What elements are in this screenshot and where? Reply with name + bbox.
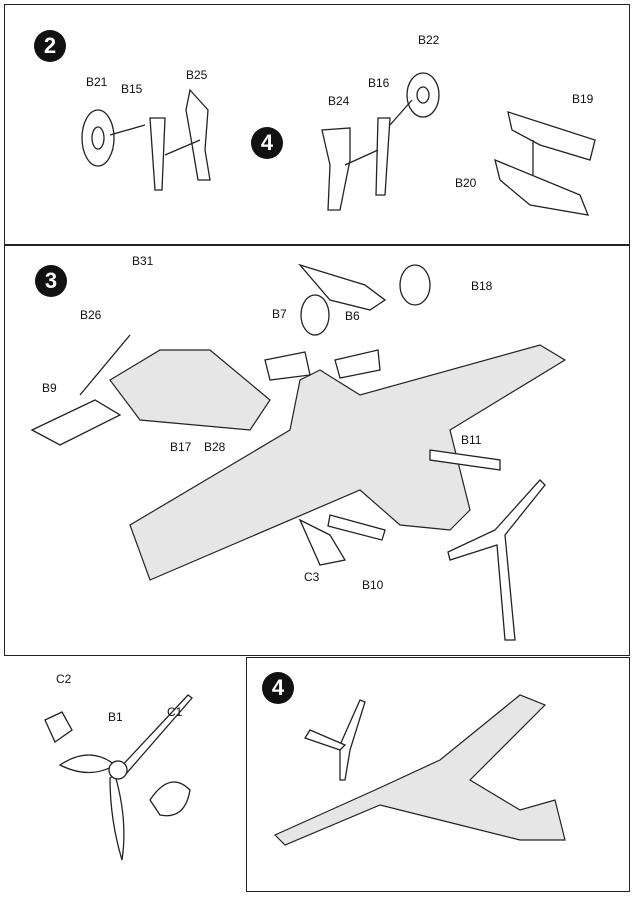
part-label-b31: B31: [132, 254, 154, 268]
strut-b15-drawing: [149, 117, 166, 191]
step-4-badge: 4: [251, 127, 283, 159]
part-label-b20: B20: [455, 176, 477, 190]
step-4-completed-badge: 4: [262, 672, 294, 704]
part-label-b28: B28: [204, 440, 226, 454]
panel-main: [4, 244, 630, 656]
panel-top: [4, 4, 630, 246]
part-label-c3: C3: [304, 570, 320, 584]
propeller-drawing: [44, 694, 193, 861]
door-b25-drawing: [164, 88, 211, 181]
part-label-b21: B21: [86, 75, 108, 89]
part-label-b9: B9: [42, 381, 57, 395]
part-label-b10: B10: [362, 578, 384, 592]
part-label-b7: B7: [272, 307, 287, 321]
part-label-b15: B15: [121, 82, 143, 96]
part-label-b11: B11: [461, 433, 482, 447]
part-label-b18: B18: [471, 279, 493, 293]
part-label-b25: B25: [186, 68, 208, 82]
part-label-b6: B6: [345, 309, 360, 323]
part-label-c1: C1: [167, 705, 183, 719]
wheel-b21-drawing: [81, 109, 146, 167]
strut-b16-drawing: [375, 117, 391, 196]
wheel-b22-drawing: [389, 72, 440, 126]
part-label-b17: B17: [170, 440, 192, 454]
part-label-b19: B19: [572, 92, 594, 106]
part-label-b16: B16: [368, 76, 390, 90]
part-label-b24: B24: [328, 94, 350, 108]
part-b20-drawing: [494, 158, 590, 216]
part-label-b22: B22: [418, 33, 440, 47]
part-label-c2: C2: [56, 672, 72, 686]
step-3-badge: 3: [35, 265, 67, 297]
airframe-drawing: [30, 263, 567, 641]
step-2-badge: 2: [34, 30, 66, 62]
door-b24-drawing: [321, 127, 379, 211]
part-b19-drawing: [507, 111, 596, 178]
part-label-b1: B1: [108, 710, 123, 724]
completed-aircraft-drawing: [273, 694, 566, 846]
panel-completed: [246, 657, 630, 892]
part-label-b26: B26: [80, 308, 102, 322]
